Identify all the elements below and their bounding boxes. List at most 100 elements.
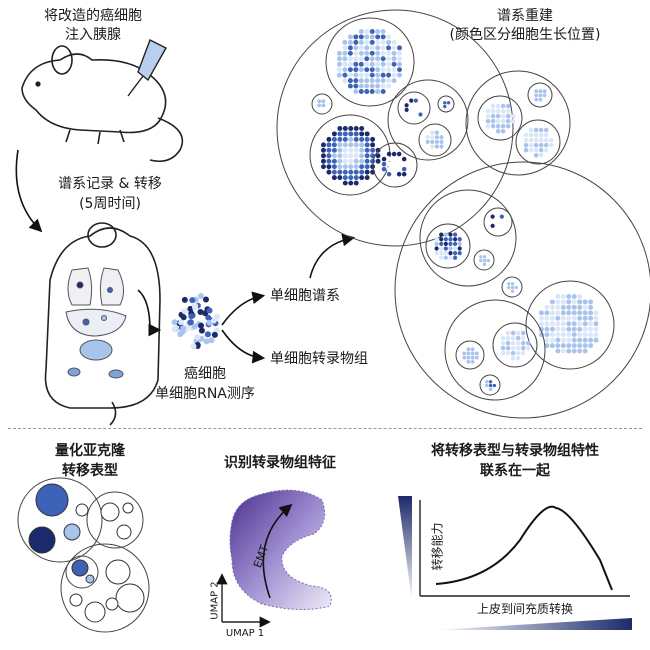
cell-dot [320,142,326,148]
cell-dot [500,118,506,124]
cell-dot [520,335,526,341]
cell-dot [560,299,566,305]
cell-dot [560,315,566,321]
cell-dot [326,158,332,164]
cell-dot [396,161,402,167]
cell-dot [582,299,588,305]
cell-dot [375,28,381,34]
clone-circle [525,280,615,370]
cell-dot [197,308,204,315]
cell-dot [375,45,381,51]
cell-dot [499,219,504,224]
cell-dot [342,180,348,186]
cell-dot [369,50,375,56]
cell-dot [326,142,332,148]
cell-dot [375,89,381,94]
cell-dot [555,304,561,310]
cell-dot [380,83,386,89]
cell-dot [571,326,577,332]
cell-dot [582,310,588,316]
clone-circle [387,79,469,161]
cell-dot [485,123,491,129]
cell-dot [528,142,534,148]
cell-dot [336,56,342,62]
lineage-reconstruction-title: 谱系重建 [497,8,553,24]
cell-dot [457,237,462,242]
cell-dot [439,135,444,140]
cell-dot [369,28,375,34]
cell-dot [488,383,493,388]
cancer-label-line1: 癌细胞 [184,366,226,382]
cell-dot [342,39,348,45]
cell-dot [364,67,370,73]
cell-dot [358,89,364,94]
cell-dot [348,131,354,137]
cell-dot [391,56,397,62]
cell-dot [485,383,489,388]
cell-dot [538,315,544,321]
cell-dot [549,321,555,327]
cell-dot [499,223,504,228]
cell-dot [348,142,354,148]
cell-dot [490,123,496,129]
cell-dot [391,50,397,56]
cell-dot [358,83,364,89]
cell-dot [179,328,186,335]
cell-dot [495,118,501,124]
cell-dot [544,332,550,338]
cell-dot [548,142,554,148]
cell-dot [370,142,376,148]
cell-dot [448,241,453,246]
cell-dot [582,337,588,343]
clone-circle [418,123,452,157]
subclone-circle [65,555,99,589]
cell-dot [439,232,444,237]
clone-circle [527,82,553,108]
cell-dot [178,319,185,326]
cell-dot [582,304,588,310]
link-title-line1: 将转移表型与转录物组特性 [431,443,599,459]
cell-dot [500,350,506,356]
subclone-circle [17,477,103,563]
clone-circle [455,340,485,370]
cell-dot [386,39,392,45]
cell-dot [560,337,566,343]
cell-dot [566,343,572,349]
cell-dot [560,310,566,316]
cell-dot [359,147,365,153]
cell-dot [331,164,337,170]
cell-dot [375,61,381,67]
cell-dot [359,142,365,148]
cell-dot [326,164,332,170]
cell-dot [353,131,359,137]
cell-dot [439,144,444,149]
cell-dot [418,103,423,108]
cell-dot [386,171,392,177]
cell-dot [446,101,451,105]
cell-dot [510,118,516,124]
cell-dot [353,169,359,175]
cell-dot [391,61,397,67]
cell-dot [505,350,511,356]
cell-dot [544,310,550,316]
cell-dot [500,108,506,114]
cell-dot [577,321,583,327]
cell-dot [380,78,386,84]
cell-dot [490,113,496,119]
cell-dot [369,78,375,84]
cell-dot [549,310,555,316]
inject-label-line1: 将改造的癌细胞 [44,8,142,24]
cell-dot [364,158,370,164]
cell-dot [370,147,376,153]
cell-dot [544,321,550,327]
umap1-label: UMAP 1 [225,628,265,639]
cell-dot [342,175,348,181]
cell-dot [500,123,506,129]
clone-circle [465,70,571,176]
cell-dot [342,164,348,170]
cell-dot [495,219,500,224]
cell-dot [538,321,544,327]
cell-dot [588,299,594,305]
cell-dot [358,72,364,78]
cell-dot [507,285,511,290]
